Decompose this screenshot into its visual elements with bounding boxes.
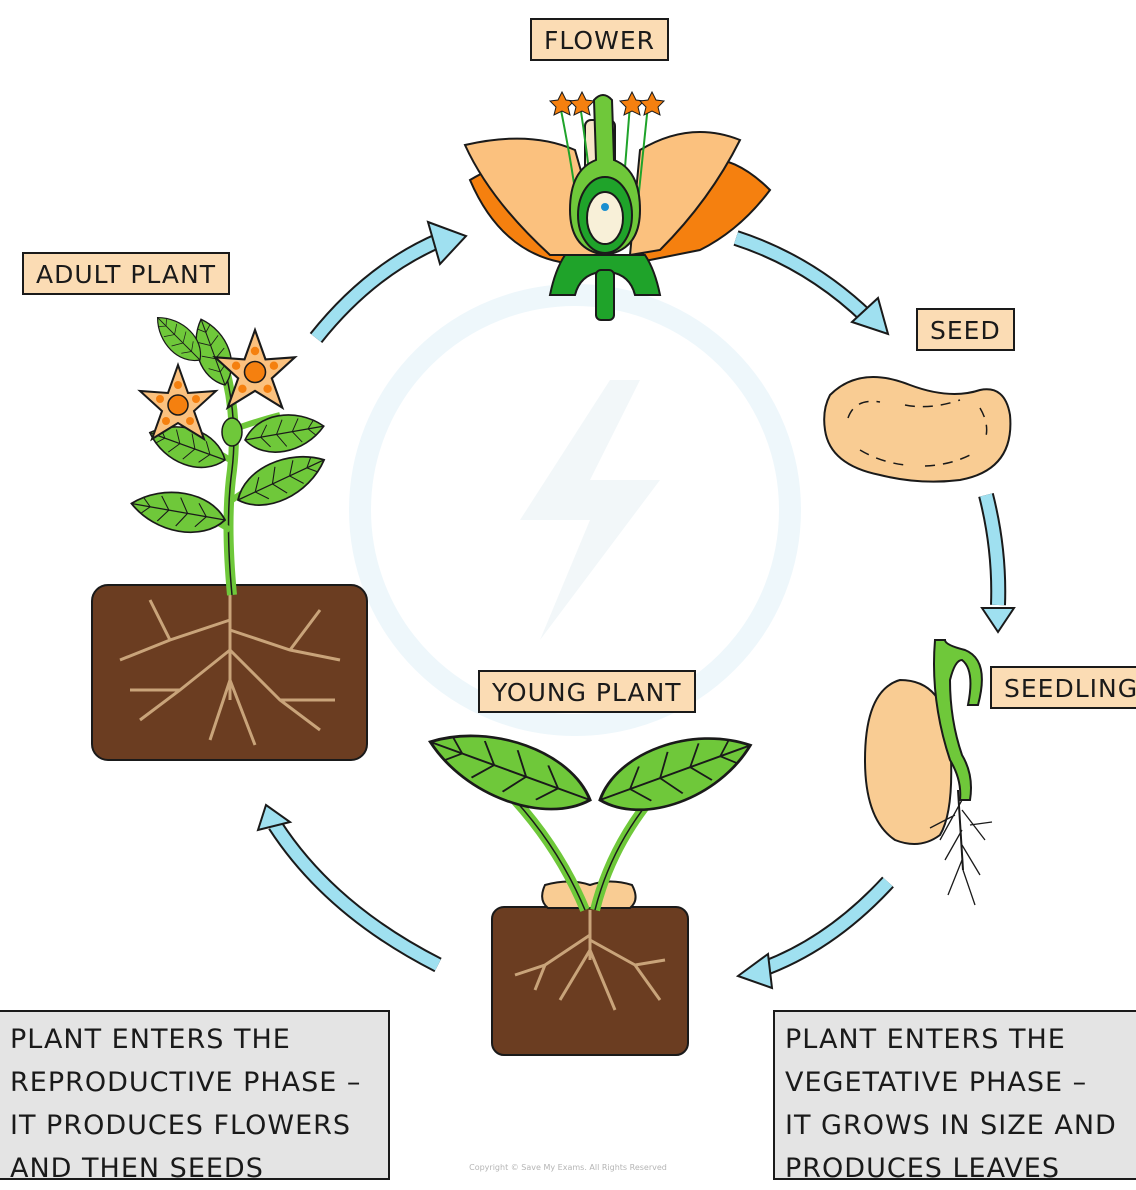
note-line: PLANT ENTERS THE xyxy=(785,1018,1129,1061)
arrow-young-plant-to-adult xyxy=(258,805,438,965)
reproductive-phase-note: PLANT ENTERS THE REPRODUCTIVE PHASE – IT… xyxy=(0,1010,390,1180)
note-line: VEGETATIVE PHASE – xyxy=(785,1061,1129,1104)
young-plant-illustration xyxy=(420,714,760,1055)
note-line: IT GROWS IN SIZE AND xyxy=(785,1104,1129,1147)
note-line: IT PRODUCES FLOWERS xyxy=(10,1104,378,1147)
flower-illustration xyxy=(465,92,770,320)
seedling-illustration xyxy=(865,640,992,905)
copyright-text: Copyright © Save My Exams. All Rights Re… xyxy=(0,1163,1136,1172)
note-line: PLANT ENTERS THE xyxy=(10,1018,378,1061)
stage-label-seed: SEED xyxy=(916,308,1015,351)
watermark-bolt xyxy=(520,380,660,640)
vegetative-phase-note: PLANT ENTERS THE VEGETATIVE PHASE – IT G… xyxy=(773,1010,1136,1180)
adult-plant-illustration xyxy=(92,308,367,760)
note-line: REPRODUCTIVE PHASE – xyxy=(10,1061,378,1104)
arrow-flower-to-seed xyxy=(736,238,888,334)
stage-label-seedling: SEEDLING xyxy=(990,666,1136,709)
seed-illustration xyxy=(824,377,1010,482)
stage-label-adult-plant: ADULT PLANT xyxy=(22,252,230,295)
arrow-adult-to-flower xyxy=(316,222,466,338)
arrow-seedling-to-young-plant xyxy=(738,882,888,988)
stage-label-flower: FLOWER xyxy=(530,18,669,61)
arrow-seed-to-seedling xyxy=(982,495,1014,632)
stage-label-young-plant: YOUNG PLANT xyxy=(478,670,696,713)
